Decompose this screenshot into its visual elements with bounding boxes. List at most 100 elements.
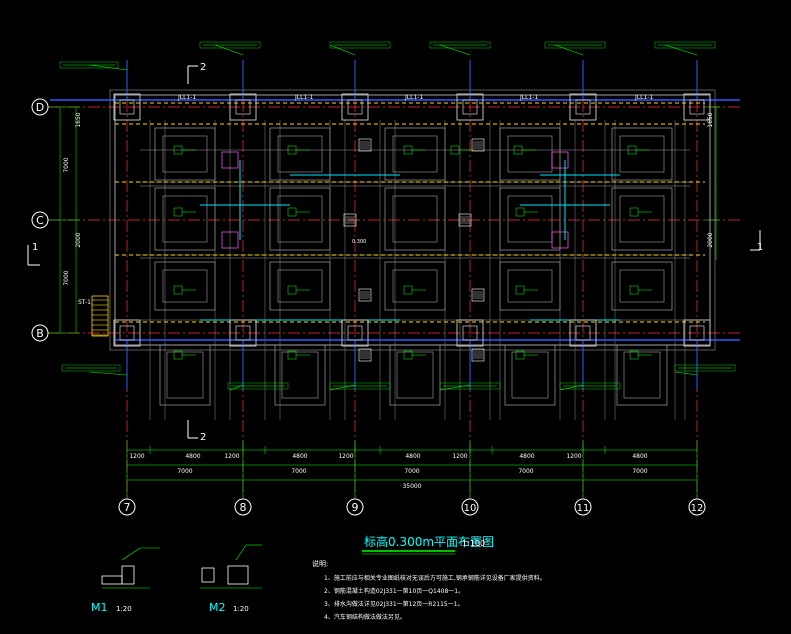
svg-text:D: D — [36, 101, 44, 114]
annotation-leader — [674, 371, 698, 376]
annotation-leader — [329, 44, 356, 56]
dimension-row-1: 1200 4800 1200 4800 1200 4800 1200 4800 … — [129, 453, 647, 460]
annotation-leader — [554, 44, 584, 56]
axis-bubbles-left: D C B — [31, 98, 49, 342]
magenta-fixture — [551, 151, 569, 169]
footing — [611, 127, 673, 181]
svg-text:4800: 4800 — [292, 453, 307, 460]
note-4: 4、汽车钢结构做法做法另见。 — [324, 613, 406, 621]
footing-bottom-inner — [396, 351, 434, 399]
svg-text:1200: 1200 — [566, 453, 581, 460]
annotation-leader — [664, 44, 698, 56]
svg-text:1200: 1200 — [452, 453, 467, 460]
footing-inner — [162, 269, 208, 303]
axis-bubble-7: 7 — [118, 498, 136, 516]
detail-M2-bolt — [227, 565, 249, 585]
notes-heading: 说明: — [312, 559, 328, 568]
footing-inner — [277, 135, 323, 173]
note-3: 3、排水沟做法详见02J331一第12页一R2115一1。 — [324, 600, 464, 608]
column-pad — [456, 319, 484, 347]
drawing-title: 标高0.300m平面布置图 — [364, 534, 494, 549]
svg-text:7000: 7000 — [177, 468, 192, 475]
svg-text:B: B — [36, 327, 44, 340]
svg-text:4800: 4800 — [632, 453, 647, 460]
column — [575, 325, 591, 341]
column — [347, 99, 363, 115]
annotation-text-mark — [329, 41, 391, 49]
svg-text:7000: 7000 — [518, 468, 533, 475]
column-pad — [229, 319, 257, 347]
svg-text:7000: 7000 — [632, 468, 647, 475]
footing-inner — [392, 195, 438, 243]
footing-bottom — [616, 344, 668, 406]
dimension-right: 1650 2000 — [707, 112, 714, 247]
column-pad — [113, 93, 141, 121]
note-2: 2、钢筋混凝土构造02J331一第10页一Q1408一1。 — [324, 587, 464, 595]
axis-bubble-9: 9 — [346, 498, 364, 516]
column — [119, 99, 135, 115]
svg-text:1200: 1200 — [224, 453, 239, 460]
drain-symbol — [471, 348, 485, 362]
dimension-row-2: 7000 7000 7000 7000 7000 — [177, 468, 647, 475]
drain-symbol — [458, 213, 472, 227]
column — [235, 99, 251, 115]
footing-bottom-inner — [166, 351, 204, 399]
detail-M2-leader — [235, 544, 247, 561]
drain-symbol — [358, 348, 372, 362]
annotation-text-mark — [439, 382, 501, 390]
notes-block: 说明: 1、施工前应与相关专业图纸核对无误后方可施工,钢承钢筋详见设备厂家提供资… — [312, 559, 546, 621]
annotation-text-mark — [654, 41, 716, 49]
column — [689, 99, 705, 115]
stair-outline — [91, 295, 109, 337]
svg-text:11: 11 — [577, 503, 590, 514]
footing-bottom — [504, 344, 556, 406]
column-pad — [341, 319, 369, 347]
drawing-title-scale: 1:100 — [462, 539, 485, 548]
svg-text:7: 7 — [124, 501, 131, 514]
svg-text:9: 9 — [352, 501, 359, 514]
svg-text:12: 12 — [691, 503, 704, 514]
axis-bubble-B: B — [31, 324, 49, 342]
elevation-label: 0.300 — [352, 239, 366, 245]
svg-text:4800: 4800 — [519, 453, 534, 460]
drain-symbol — [358, 138, 372, 152]
detail-M2: M2 1:20 — [209, 601, 249, 614]
column-pad — [341, 93, 369, 121]
column — [462, 325, 478, 341]
section-mark-left: 1 — [32, 242, 38, 253]
svg-text:2000: 2000 — [75, 232, 82, 247]
annotation-text-mark — [544, 41, 606, 49]
svg-text:1200: 1200 — [338, 453, 353, 460]
footing — [611, 187, 673, 251]
footing-bottom-inner — [511, 351, 549, 399]
magenta-fixture — [551, 231, 569, 249]
footing-inner — [392, 269, 438, 303]
svg-text:8: 8 — [240, 501, 247, 514]
svg-text:4800: 4800 — [405, 453, 420, 460]
detail-M2-plate — [201, 567, 215, 583]
section-marks: 2 2 1 1 — [32, 62, 763, 443]
footing-bottom-inner — [623, 351, 661, 399]
svg-text:JLL1-1: JLL1-1 — [634, 94, 653, 101]
axis-bubbles-bottom: 7 8 9 10 11 12 — [118, 498, 706, 516]
section-mark-bottom: 2 — [200, 432, 206, 443]
drain-symbol — [358, 288, 372, 302]
footing-inner — [162, 135, 208, 173]
svg-text:1650: 1650 — [707, 112, 714, 127]
column — [689, 325, 705, 341]
svg-text:JLL1-1: JLL1-1 — [294, 94, 313, 101]
footing-bottom — [389, 344, 441, 406]
axis-bubble-12: 12 — [688, 498, 706, 516]
column — [462, 99, 478, 115]
drain-symbol — [343, 213, 357, 227]
annotation-text-mark — [329, 382, 391, 390]
magenta-fixture — [221, 231, 239, 249]
svg-text:2000: 2000 — [707, 232, 714, 247]
annotation-text-mark — [429, 41, 491, 49]
svg-text:7000: 7000 — [63, 270, 70, 285]
detail-M1-label: M1 — [91, 601, 108, 614]
dimension-total: 35000 — [402, 483, 421, 490]
column-pad — [569, 319, 597, 347]
svg-text:1200: 1200 — [129, 453, 144, 460]
annotation-leader — [439, 44, 471, 56]
